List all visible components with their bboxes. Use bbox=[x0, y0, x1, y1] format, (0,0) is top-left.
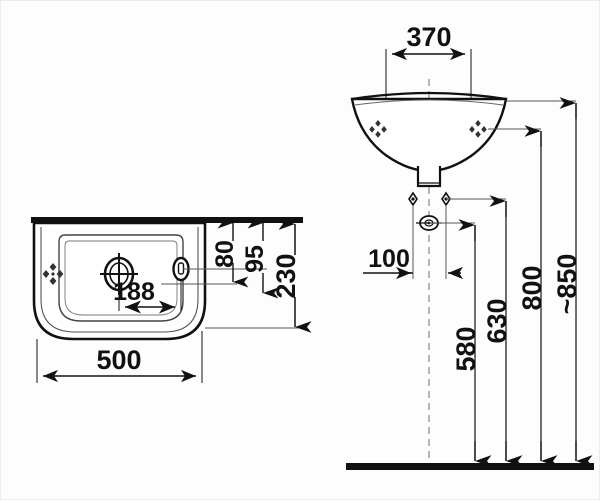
dim-230-label: 230 bbox=[271, 253, 301, 298]
drain-hole-icon bbox=[100, 253, 138, 295]
dim-370: 370 bbox=[385, 22, 472, 113]
dim-95-label: 95 bbox=[241, 245, 269, 273]
dim-500: 500 bbox=[36, 331, 203, 383]
dim-800: 800 bbox=[517, 125, 558, 467]
basin-rim-inner bbox=[40, 227, 199, 333]
drain-stub bbox=[416, 166, 442, 188]
basin-fixing-mark-left-icon bbox=[369, 120, 387, 138]
plan-wall-line bbox=[31, 217, 303, 223]
basin-profile-outline bbox=[350, 97, 508, 173]
basin-rim-band-inner bbox=[354, 99, 504, 106]
elevation-view: 370 bbox=[346, 22, 594, 471]
basin-fixing-mark-right-icon bbox=[469, 120, 487, 138]
plan-view: 188 500 80 95 230 bbox=[31, 217, 312, 383]
dim-188: 188 bbox=[113, 278, 182, 314]
basin-bowl-inner bbox=[64, 240, 178, 316]
dim-80: 80 bbox=[211, 217, 249, 288]
dim-100: 100 bbox=[363, 205, 463, 280]
dim-230: 230 bbox=[271, 218, 312, 333]
dim-580: 580 bbox=[451, 219, 492, 467]
dim-80-label: 80 bbox=[211, 240, 239, 268]
dim-95: 95 bbox=[241, 217, 279, 299]
dim-500-label: 500 bbox=[96, 345, 141, 375]
dim-100-label: 100 bbox=[368, 245, 410, 273]
dim-370-label: 370 bbox=[406, 22, 451, 52]
dim-850-label: ~850 bbox=[552, 254, 582, 315]
dim-630: 630 bbox=[482, 195, 523, 467]
dim-580-label: 580 bbox=[451, 326, 481, 371]
dim-188-label: 188 bbox=[113, 278, 155, 306]
floor-line bbox=[346, 463, 594, 470]
dim-800-label: 800 bbox=[517, 265, 547, 310]
dim-630-label: 630 bbox=[482, 298, 512, 343]
basin-rim-band bbox=[351, 91, 507, 101]
fixing-mark-icon bbox=[42, 263, 64, 285]
dim-850: ~850 bbox=[552, 97, 593, 467]
wall-fixing-bolt-left-icon bbox=[408, 191, 418, 207]
